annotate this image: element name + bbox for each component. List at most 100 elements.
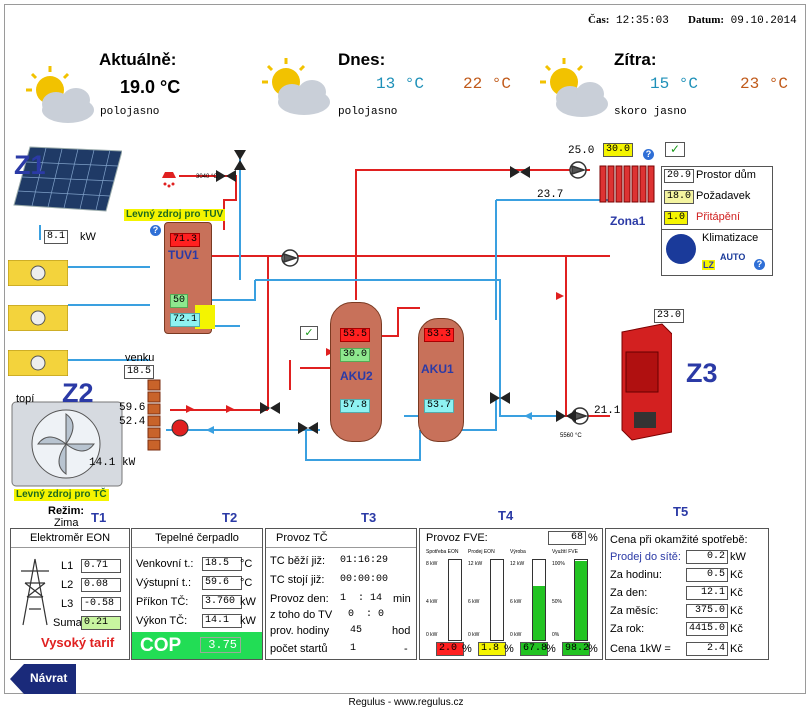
hp-power-unit: kW (122, 457, 136, 469)
auto-badge[interactable]: AUTO (720, 252, 746, 262)
tuv-top-temp: 71.3 (170, 233, 201, 247)
inverter-3-icon (8, 350, 68, 376)
t3-starts-unit: - (404, 643, 408, 655)
t5-row-unit: Kč (730, 623, 743, 635)
t3-panel: Provoz TČ TC běží již: 01:16:29 TC stojí… (265, 528, 417, 660)
t2-outside-unit: °C (240, 558, 253, 570)
cop-value: 3.75 (200, 637, 241, 653)
t4-bar (574, 559, 588, 641)
t3-day-value: 1 : 14 (340, 593, 383, 604)
back-button[interactable]: Návrat (10, 664, 76, 694)
weather-now-desc: polojasno (100, 106, 160, 118)
inverter-1-icon (8, 260, 68, 286)
tuv-info-icon[interactable]: ? (150, 225, 161, 236)
t5-panel: Cena při okamžité spotřebě: Prodej do sí… (605, 528, 769, 660)
tuv-mid-temp: 50 (170, 294, 189, 308)
hp-power-value: 14.1 (89, 457, 116, 469)
cop-strip: COP 3.75 (132, 632, 262, 659)
ac-fan-icon[interactable] (666, 234, 696, 264)
clock: Čas: 12:35:03 (588, 14, 669, 27)
t4-bar-bot-tick: 0% (552, 632, 560, 638)
t5-tag: T5 (673, 504, 689, 519)
hp-return-temp: 52.4 (119, 416, 146, 428)
aku2-check-icon[interactable]: ✓ (300, 326, 318, 340)
t4-tag: T4 (498, 508, 514, 523)
t4-bar-unit: % (462, 643, 472, 655)
t3-starts-label: počet startů (270, 643, 328, 655)
ac-info-icon[interactable]: ? (754, 259, 765, 270)
t4-bar (532, 559, 546, 641)
boiler-temp: 23.0 (654, 309, 685, 323)
t4-bar-top-tick: 12 kW (468, 561, 483, 567)
t4-bar-mid-tick: 6 kW (510, 599, 522, 605)
t1-l2-value: 0.08 (81, 578, 121, 592)
tuv-bottom-temp: 72.1 (170, 313, 201, 327)
date: Datum: 09.10.2014 (688, 14, 797, 27)
t4-bar-bot-tick: 0 kW (468, 632, 480, 638)
aku1-label: AKU1 (421, 362, 454, 376)
t1-l2-label: L2 (61, 579, 74, 591)
t4-bar-bot-tick: 0 kW (426, 632, 438, 638)
radiator-icon (599, 165, 655, 203)
weather-today-icon (262, 58, 330, 115)
t3-starts-value: 1 (350, 643, 357, 654)
t1-tag: T1 (91, 510, 107, 525)
zone-z3-label: Z3 (686, 358, 718, 388)
t5-row-label: Za den: (610, 587, 648, 599)
t5-price-unit: Kč (730, 643, 743, 655)
t4-pct-unit: % (588, 532, 598, 544)
t3-stop-label: TC stojí již: (270, 574, 325, 586)
zone1-setpoint[interactable]: 30.0 (603, 143, 634, 157)
weather-today-min: 13 °C (376, 75, 425, 93)
t4-bar-fill (575, 561, 587, 640)
hp-power: 14.1 kW (89, 457, 135, 469)
t5-row-value: 12.1 (686, 586, 728, 600)
t4-bar-top-tick: 8 kW (426, 561, 438, 567)
t3-day-label: Provoz den: (270, 593, 329, 605)
t4-title: Provoz FVE: (426, 532, 488, 544)
time-label: Čas: (588, 14, 610, 26)
outside-temp: 18.5 (124, 365, 155, 379)
t2-title: Tepelné čerpadlo (132, 529, 262, 548)
t1-l1-label: L1 (61, 560, 74, 572)
tuv-valve-note: 3040 °C (196, 174, 218, 180)
t2-outside-label: Venkovní t.: (136, 558, 194, 570)
tuv-label: TUV1 (168, 248, 199, 262)
heat-pump-icon (11, 401, 123, 487)
zone1-info-icon[interactable]: ? (643, 149, 654, 160)
t2-input-unit: kW (240, 596, 256, 608)
t5-row-unit: Kč (730, 587, 743, 599)
power-tower-icon (21, 558, 49, 626)
t4-bar-unit: % (504, 643, 514, 655)
solar-power-unit: kW (80, 231, 96, 243)
aku2-mid-temp: 30.0 (340, 348, 371, 362)
weather-tomorrow-title: Zítra: (614, 50, 657, 69)
zone-z1-label: Z1 (14, 150, 46, 180)
aku2-top-temp: 53.5 (340, 328, 371, 342)
ac-panel: Klimatizace LZ AUTO ? (661, 229, 773, 276)
zone1-label: Zona1 (610, 214, 646, 228)
request-temp-value: 18.0 (664, 190, 695, 204)
zone1-check-icon[interactable]: ✓ (665, 142, 685, 157)
main-frame (4, 4, 806, 694)
t2-power-unit: kW (240, 615, 256, 627)
weather-today-max: 22 °C (463, 75, 512, 93)
aku2-bottom-temp: 57.8 (340, 399, 371, 413)
weather-today-desc: polojasno (338, 106, 398, 118)
cheap-source-tc-label: Levný zdroj pro TČ (14, 489, 109, 501)
t4-bar (448, 559, 462, 641)
cheap-source-tuv-label: Levný zdroj pro TUV (124, 209, 226, 221)
boost-value: 1.0 (664, 211, 689, 225)
back-label: Návrat (30, 671, 68, 685)
t4-bar-value: 67.8 (520, 642, 548, 656)
t2-panel: Tepelné čerpadlo Venkovní t.: 18.5 °C Vý… (131, 528, 263, 660)
weather-now-title: Aktuálně: (99, 50, 177, 69)
t4-bar-name: Výroba (510, 549, 526, 555)
t3-title: Provoz TČ (266, 529, 416, 548)
weather-now-temp: 19.0 °C (120, 77, 181, 97)
t2-tag: T2 (222, 510, 238, 525)
t4-bar-unit: % (588, 643, 598, 655)
hydraulic-schematic (39, 150, 610, 461)
inverter-2-icon (8, 305, 68, 331)
t4-bar-unit: % (546, 643, 556, 655)
